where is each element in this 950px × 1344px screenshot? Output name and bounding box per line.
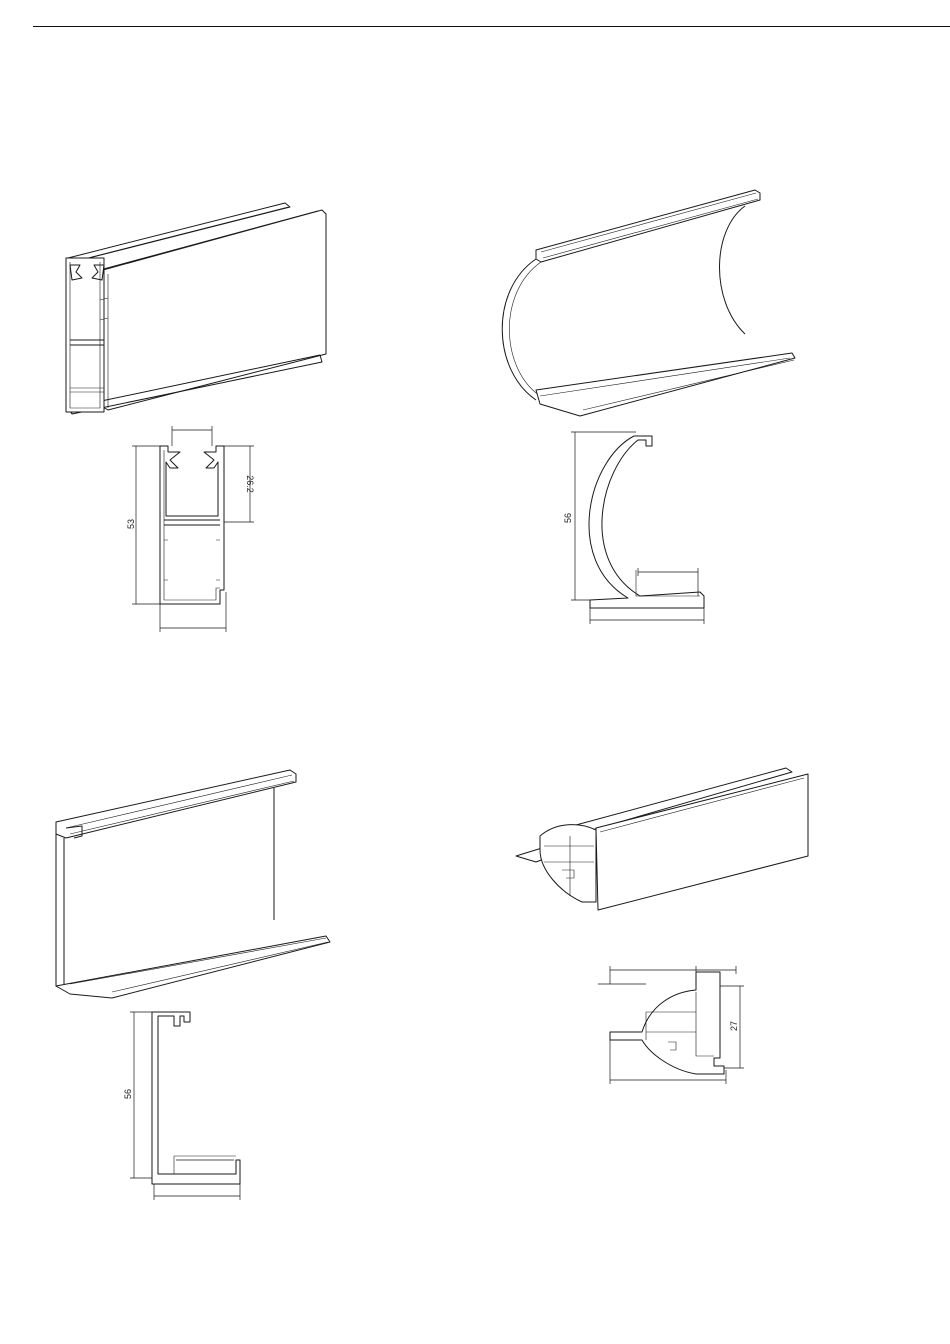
profile-1-isometric — [66, 203, 326, 414]
profile-1-section: 53 26.2 — [126, 426, 255, 632]
profile-1-height-label: 53 — [126, 519, 136, 529]
profile-3-section: 56 — [123, 1012, 240, 1200]
profile-4-height-label: 27 — [729, 1021, 739, 1031]
profile-3-height-label: 56 — [123, 1089, 133, 1099]
profile-3-isometric — [56, 770, 330, 998]
profile-2-isometric — [502, 190, 795, 416]
profile-4-isometric — [516, 768, 808, 910]
profile-2-height-label: 56 — [563, 513, 573, 523]
profile-2-section: 56 — [563, 432, 704, 624]
profile-4-section: 27 — [598, 966, 744, 1084]
profile-1-inner-height-label: 26.2 — [245, 475, 255, 493]
